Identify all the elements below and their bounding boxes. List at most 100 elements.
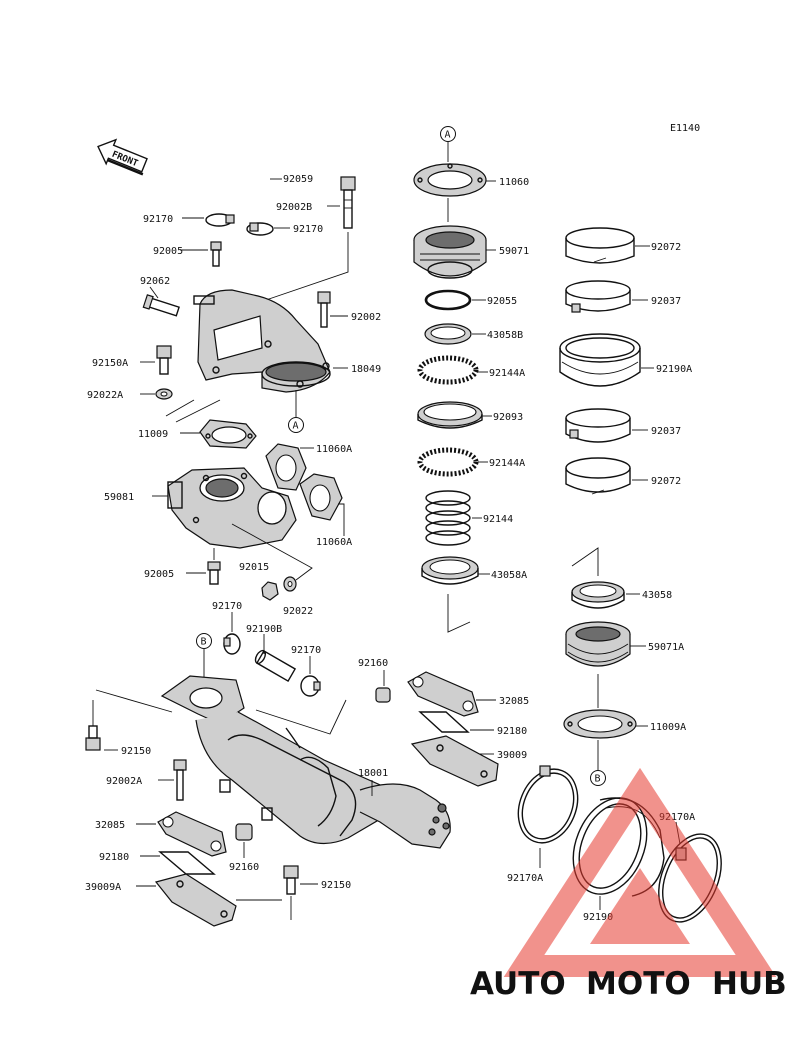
label-39009: 39009 [497,750,527,761]
label-92022A: 92022A [87,390,123,401]
gasket-11009A [563,709,637,739]
bolt-92150-lower [283,865,299,895]
label-92170-d: 92170 [291,645,321,656]
watermark-triangle-icon [503,767,777,977]
front-arrow: FRONT [97,138,148,176]
housing-59071A [565,621,631,667]
label-92170-a: 92170 [143,214,173,225]
seat-92093 [417,401,483,429]
clamp-92170A-left [517,765,579,844]
bolt-92002A [173,759,187,801]
label-43058A: 43058A [491,570,527,581]
washer-92022A [155,388,173,400]
ref-b-upper: B [201,637,207,648]
label-92002B: 92002B [276,202,312,213]
bracket-32085-upper [407,671,479,717]
nut-92015 [261,581,279,601]
label-92144A-a: 92144A [489,368,525,379]
plate-39009 [410,735,499,787]
collar-92160-lower [235,823,253,841]
diagram-code: E1140 [670,123,700,134]
label-92037-a: 92037 [651,296,681,307]
label-59071: 59071 [499,246,529,257]
oring-92055 [424,289,472,311]
label-92190: 92190 [583,912,613,923]
label-11009A: 11009A [650,722,686,733]
label-32085-a: 32085 [499,696,529,707]
label-92150A: 92150A [92,358,128,369]
label-92170A-b: 92170A [659,812,695,823]
label-39009A: 39009A [85,882,121,893]
washer-92022 [283,576,297,592]
hose-92059 [213,155,269,196]
label-18001: 18001 [358,768,388,779]
label-18049: 18049 [351,364,381,375]
label-92055: 92055 [487,296,517,307]
label-92180-b: 92180 [99,852,129,863]
ref-b-lower: B [595,774,601,785]
label-92002-a: 92002 [351,312,381,323]
ref-a-lower: A [293,421,299,432]
spring-ring-92144A-upper [417,355,479,385]
clamp-92170-left [205,213,235,227]
pin-92062 [142,294,180,317]
label-92093: 92093 [493,412,523,423]
collar-92160-upper [375,687,391,703]
watermark-moto: MOTO [586,966,691,1002]
band-92037-lower [565,408,631,443]
label-92059: 92059 [283,174,313,185]
label-92160-a: 92160 [358,658,388,669]
label-92072-b: 92072 [651,476,681,487]
sleeve-92190A [559,333,641,387]
label-59081: 59081 [104,492,134,503]
label-92144: 92144 [483,514,513,525]
hose-92190B [254,649,297,683]
label-11060: 11060 [499,177,529,188]
label-11060A-a: 11060A [316,444,352,455]
plate-92180-lower [158,851,216,875]
label-11060A-b: 11060A [316,537,352,548]
clamp-92170-lower-left [223,633,241,655]
label-92022: 92022 [283,606,313,617]
clamp-92170-right [246,222,274,236]
label-92005-a: 92005 [153,246,183,257]
label-92170-b: 92170 [293,224,323,235]
gasket-11009 [199,419,257,449]
label-43058B: 43058B [487,330,523,341]
spring-ring-92144A-lower [417,447,479,477]
band-92072-lower [565,457,631,495]
label-92005-b: 92005 [144,569,174,580]
watermark-logo: AUTO MOTO HUB [470,767,787,1002]
label-92150-b: 92150 [321,880,351,891]
bracket-32085-lower [157,811,227,857]
flange-11060 [413,163,487,197]
bolt-92150A [156,345,172,375]
label-92015: 92015 [239,562,269,573]
ref-a-upper: A [445,130,451,141]
label-92062: 92062 [140,276,170,287]
label-11009: 11009 [138,429,168,440]
nipple-92005-lower [207,561,221,585]
ring-43058 [571,581,625,609]
label-92170A-a: 92170A [507,873,543,884]
bolt-92150-upper [85,725,101,751]
label-59071A: 59071A [648,642,684,653]
bolt-92002 [317,291,331,328]
clamp-92170-lower-right [300,675,321,697]
band-92037-upper [565,280,631,313]
label-92037-b: 92037 [651,426,681,437]
label-32085-b: 32085 [95,820,125,831]
plate-39009A [154,873,237,927]
plate-92180-upper [418,711,470,733]
label-92190A: 92190A [656,364,692,375]
label-92144A-b: 92144A [489,458,525,469]
watermark-auto: AUTO [470,966,566,1002]
label-92002A: 92002A [106,776,142,787]
bolt-92002B [340,176,356,229]
label-92160-b: 92160 [229,862,259,873]
manifold-59081 [167,467,297,549]
label-43058: 43058 [642,590,672,601]
gasket-11060A-upper [265,443,307,491]
